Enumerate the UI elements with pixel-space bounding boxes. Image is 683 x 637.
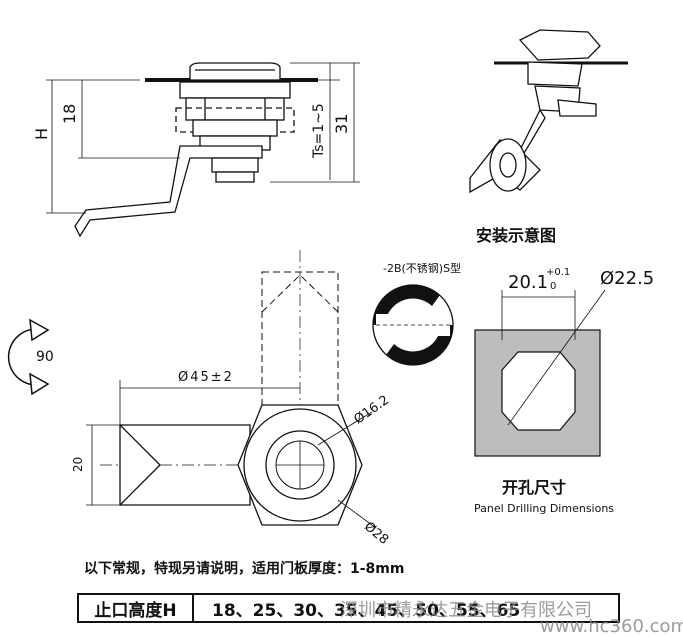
drill-tol-upper: +0.1 <box>546 267 571 278</box>
height-table: 止口高度H 18、25、30、35、45、50、55、65 <box>77 593 620 623</box>
watermark-url: www.hc360.com <box>540 616 683 637</box>
dim-20-label: 20 <box>71 456 85 472</box>
drill-caption-en: Panel Drilling Dimensions <box>474 502 615 515</box>
install-diagram-caption: 安装示意图 <box>476 226 557 245</box>
dim-18-label: 18 <box>60 103 79 124</box>
watermark-company: 深圳市精永达五金电子有限公司 <box>340 600 592 621</box>
height-table-header: 止口高度H <box>79 595 194 621</box>
front-view-cam <box>86 250 377 529</box>
side-view-lock <box>46 62 360 238</box>
drill-tol-lower: 0 <box>550 281 557 292</box>
cam-section-label: -2B(不锈钢)S型 <box>383 262 462 275</box>
dim-h-label: H <box>32 127 51 140</box>
drill-caption-cn: 开孔尺寸 <box>502 478 567 497</box>
drill-width-label: 20.1 <box>508 272 549 293</box>
usage-note: 以下常规，特现另请说明，适用门板厚度：1-8mm <box>84 561 405 577</box>
dim-45-label: Ø45±2 <box>178 370 234 385</box>
drill-diameter-label: Ø22.5 <box>600 268 655 289</box>
install-isometric-view <box>469 29 628 194</box>
rotation-arrow <box>7 318 50 396</box>
dim-31-label: 31 <box>332 113 351 134</box>
cam-section-circle <box>372 284 454 366</box>
dim-ts-label: Ts=1~5 <box>311 103 327 158</box>
height-table-values: 18、25、30、35、45、50、55、65 <box>212 600 521 621</box>
panel-drilling-diagram <box>474 289 606 457</box>
rotation-angle-label: 90 <box>36 349 54 365</box>
